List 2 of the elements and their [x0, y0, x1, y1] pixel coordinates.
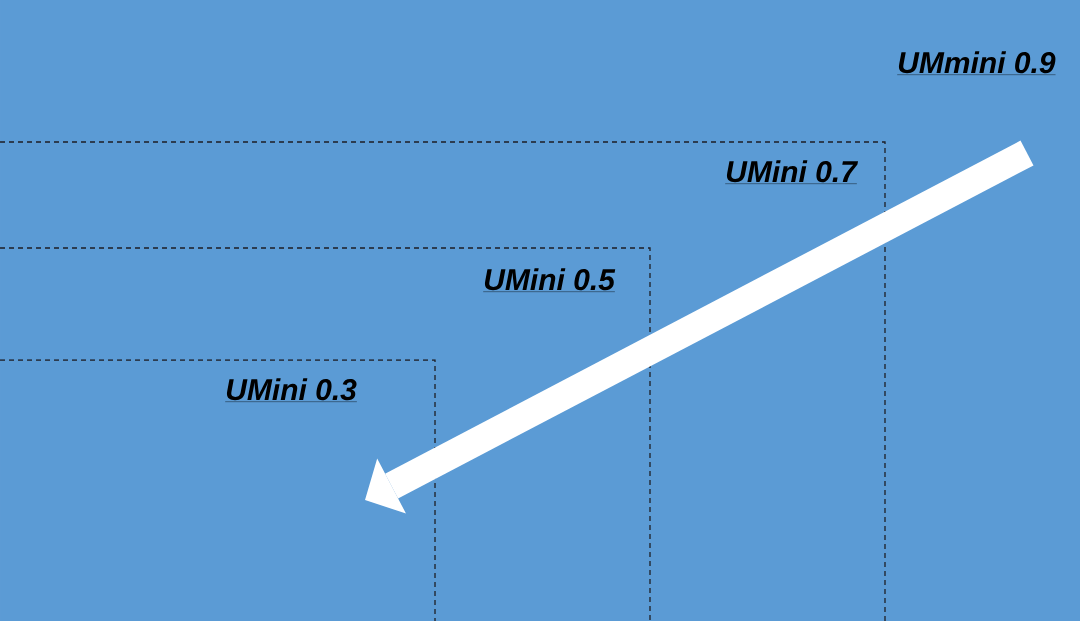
arrow [365, 140, 1034, 514]
dashed-frame: UMini 0.3 [0, 359, 436, 621]
